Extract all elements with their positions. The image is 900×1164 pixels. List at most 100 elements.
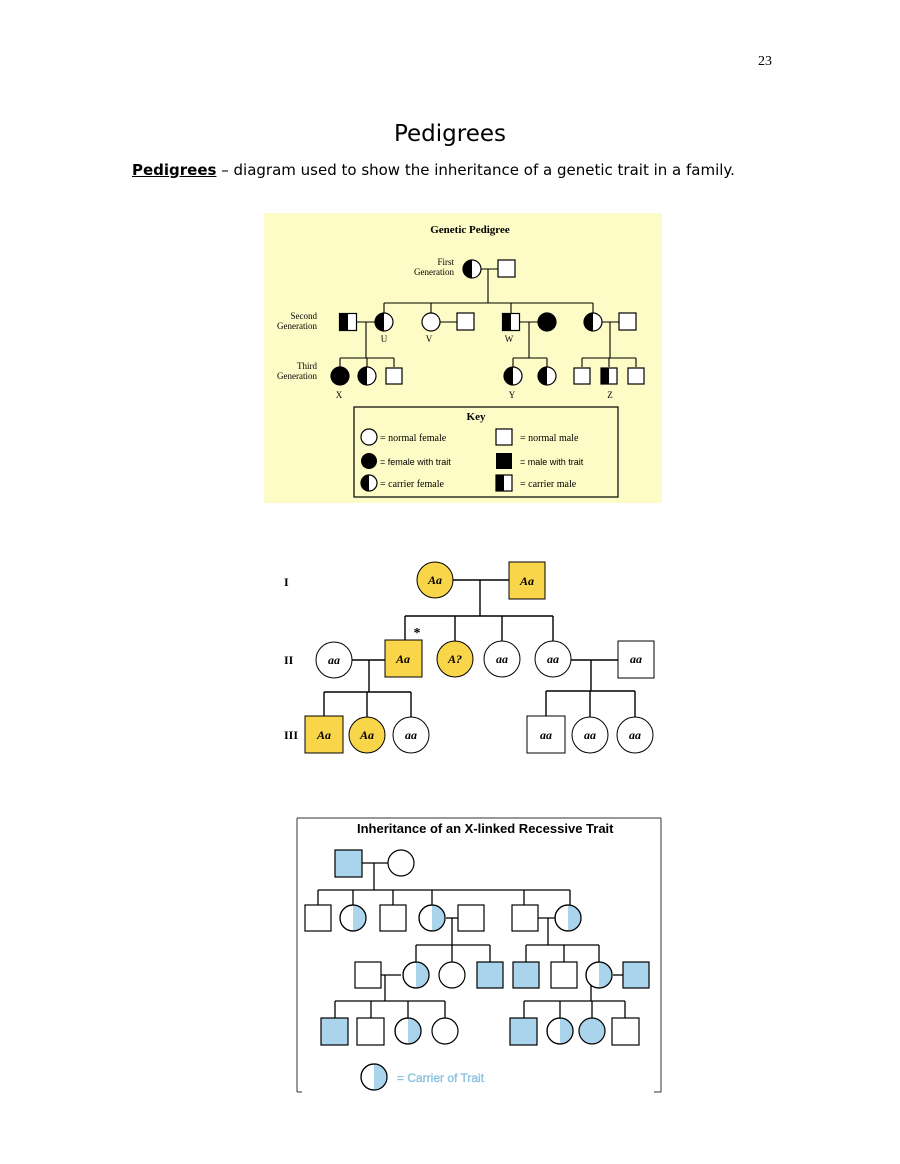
key-carrier-female-text: = carrier female [380, 479, 444, 490]
gen1-mother-genotype: Aa [427, 573, 442, 587]
page-number: 23 [758, 54, 772, 69]
gen4-male-2 [611, 1017, 640, 1046]
gen2-normal-male-spouse [456, 312, 475, 331]
intro-term: Pedigrees [132, 161, 217, 179]
key-normal-male-symbol [495, 428, 513, 446]
gen2-label-line1: Second [291, 311, 318, 321]
gen2-daughter-genotype: A? [447, 652, 462, 666]
gen2-carrier-female-1 [339, 904, 367, 932]
gen3-daughter-genotype: Aa [359, 728, 374, 742]
label-x: X [336, 390, 343, 400]
gen1-label-line1: First [437, 257, 454, 267]
label-y: Y [509, 390, 516, 400]
gen1-affected-father [508, 561, 546, 600]
gen2-carrier-female-u [374, 312, 394, 332]
genotype-pedigree-figure: I II III Aa Aa aa Aa * [284, 561, 655, 754]
intro-definition: – diagram used to show the inheritance o… [216, 161, 735, 179]
gen3-daughter-2 [392, 716, 430, 754]
gen3-son-b-genotype: aa [540, 728, 552, 742]
gen3-male [550, 961, 578, 989]
gen1-affected-mother [416, 561, 454, 599]
gen2-spouse-male-1 [457, 904, 485, 932]
individual-labels: U V W X Y Z [336, 334, 613, 400]
label-w: W [505, 334, 514, 344]
gen3-affected-spouse-male [622, 961, 650, 989]
gen2-daughter-3 [534, 640, 572, 678]
gen-ii-label: II [284, 653, 294, 667]
connector-lines [323, 579, 636, 717]
gen2-carrier-male [338, 312, 358, 332]
gen1-normal-male [497, 259, 516, 278]
gen1-female [387, 849, 415, 877]
gen2-normal-female-v [421, 312, 441, 332]
gen1-affected-male [334, 849, 363, 878]
figure-title: Genetic Pedigree [430, 224, 510, 236]
gen1-carrier-female [462, 259, 482, 279]
gen3-normal-male-3 [627, 367, 645, 385]
genetic-pedigree-figure: Genetic Pedigree First Generation Second… [264, 213, 662, 503]
key-carrier-female-symbol [360, 474, 378, 492]
gen3-spouse-male [354, 961, 382, 989]
generation-numerals: I II III [284, 575, 298, 742]
key-title: Key [467, 411, 486, 423]
key-normal-female-text: = normal female [380, 433, 447, 444]
gen3-daughter-b2-genotype: aa [629, 728, 641, 742]
gen2-husband [617, 640, 655, 679]
carrier-key-label: = Carrier of Trait [397, 1071, 485, 1085]
carrier-key-symbol [360, 1063, 388, 1091]
gen3-label-line1: Third [297, 361, 317, 371]
key-female-with-trait-text: = female with trait [380, 457, 451, 467]
gen-i-label: I [284, 575, 289, 589]
page-title: Pedigrees [393, 121, 507, 148]
gen2-label-line2: Generation [277, 321, 317, 331]
key-carrier-male-symbol [495, 474, 513, 492]
connector-lines [339, 268, 637, 367]
gen2-male-3 [511, 904, 539, 932]
gen3-normal-male [385, 367, 403, 385]
gen3-female [438, 961, 466, 989]
gen3-son-b [526, 715, 566, 754]
gen4-affected-female [578, 1017, 606, 1045]
figure-title: Inheritance of an X-linked Recessive Tra… [357, 821, 614, 836]
key-female-with-trait-symbol [361, 453, 377, 469]
figure-frame [296, 817, 662, 1093]
gen2-normal-male-spouse-2 [618, 312, 637, 331]
gen3-carrier-female-2 [585, 961, 613, 989]
key-carrier-male-text: = carrier male [520, 479, 577, 490]
gen2-affected-son [384, 639, 423, 678]
gen2-affected-daughter [436, 640, 474, 678]
gen3-affected-daughter [348, 716, 386, 754]
gen1-father-genotype: Aa [519, 574, 534, 588]
gen2-male-2 [379, 904, 407, 932]
gen4-female-1 [431, 1017, 459, 1045]
gen4-male-1 [356, 1017, 385, 1046]
gen3-affected-male-1 [476, 961, 504, 989]
gen3-affected-female-x [330, 366, 350, 386]
gen2-carrier-male-w [501, 312, 521, 332]
gen2-carrier-female-3 [554, 904, 582, 932]
gen3-carrier-female-1 [402, 961, 430, 989]
gen2-affected-female [537, 312, 557, 332]
gen3-affected-male-2 [512, 961, 540, 989]
gen3-affected-son [304, 715, 344, 754]
gen3-label-line2: Generation [277, 371, 317, 381]
label-u: U [381, 334, 388, 344]
label-z: Z [607, 390, 613, 400]
gen2-daughter-2 [483, 640, 521, 678]
gen4-affected-male-1 [320, 1017, 349, 1046]
asterisk-marker: * [414, 626, 421, 641]
connector-lines [317, 862, 626, 1018]
key-male-with-trait-text: = male with trait [520, 457, 584, 467]
gen3-carrier-male-z [600, 367, 618, 385]
label-v: V [426, 334, 433, 344]
gen3-daughter-b1-genotype: aa [584, 728, 596, 742]
x-linked-pedigree-figure: Inheritance of an X-linked Recessive Tra… [296, 817, 662, 1093]
gen3-son-genotype: Aa [316, 728, 331, 742]
gen3-carrier-female [357, 366, 377, 386]
gen3-normal-male-2 [573, 367, 591, 385]
gen2-wife [315, 641, 353, 679]
gen4-carrier-female-1 [394, 1017, 422, 1045]
intro-paragraph: Pedigrees – diagram used to show the inh… [132, 161, 735, 179]
gen-iii-label: III [284, 728, 298, 742]
gen4-carrier-female-2 [546, 1017, 574, 1045]
